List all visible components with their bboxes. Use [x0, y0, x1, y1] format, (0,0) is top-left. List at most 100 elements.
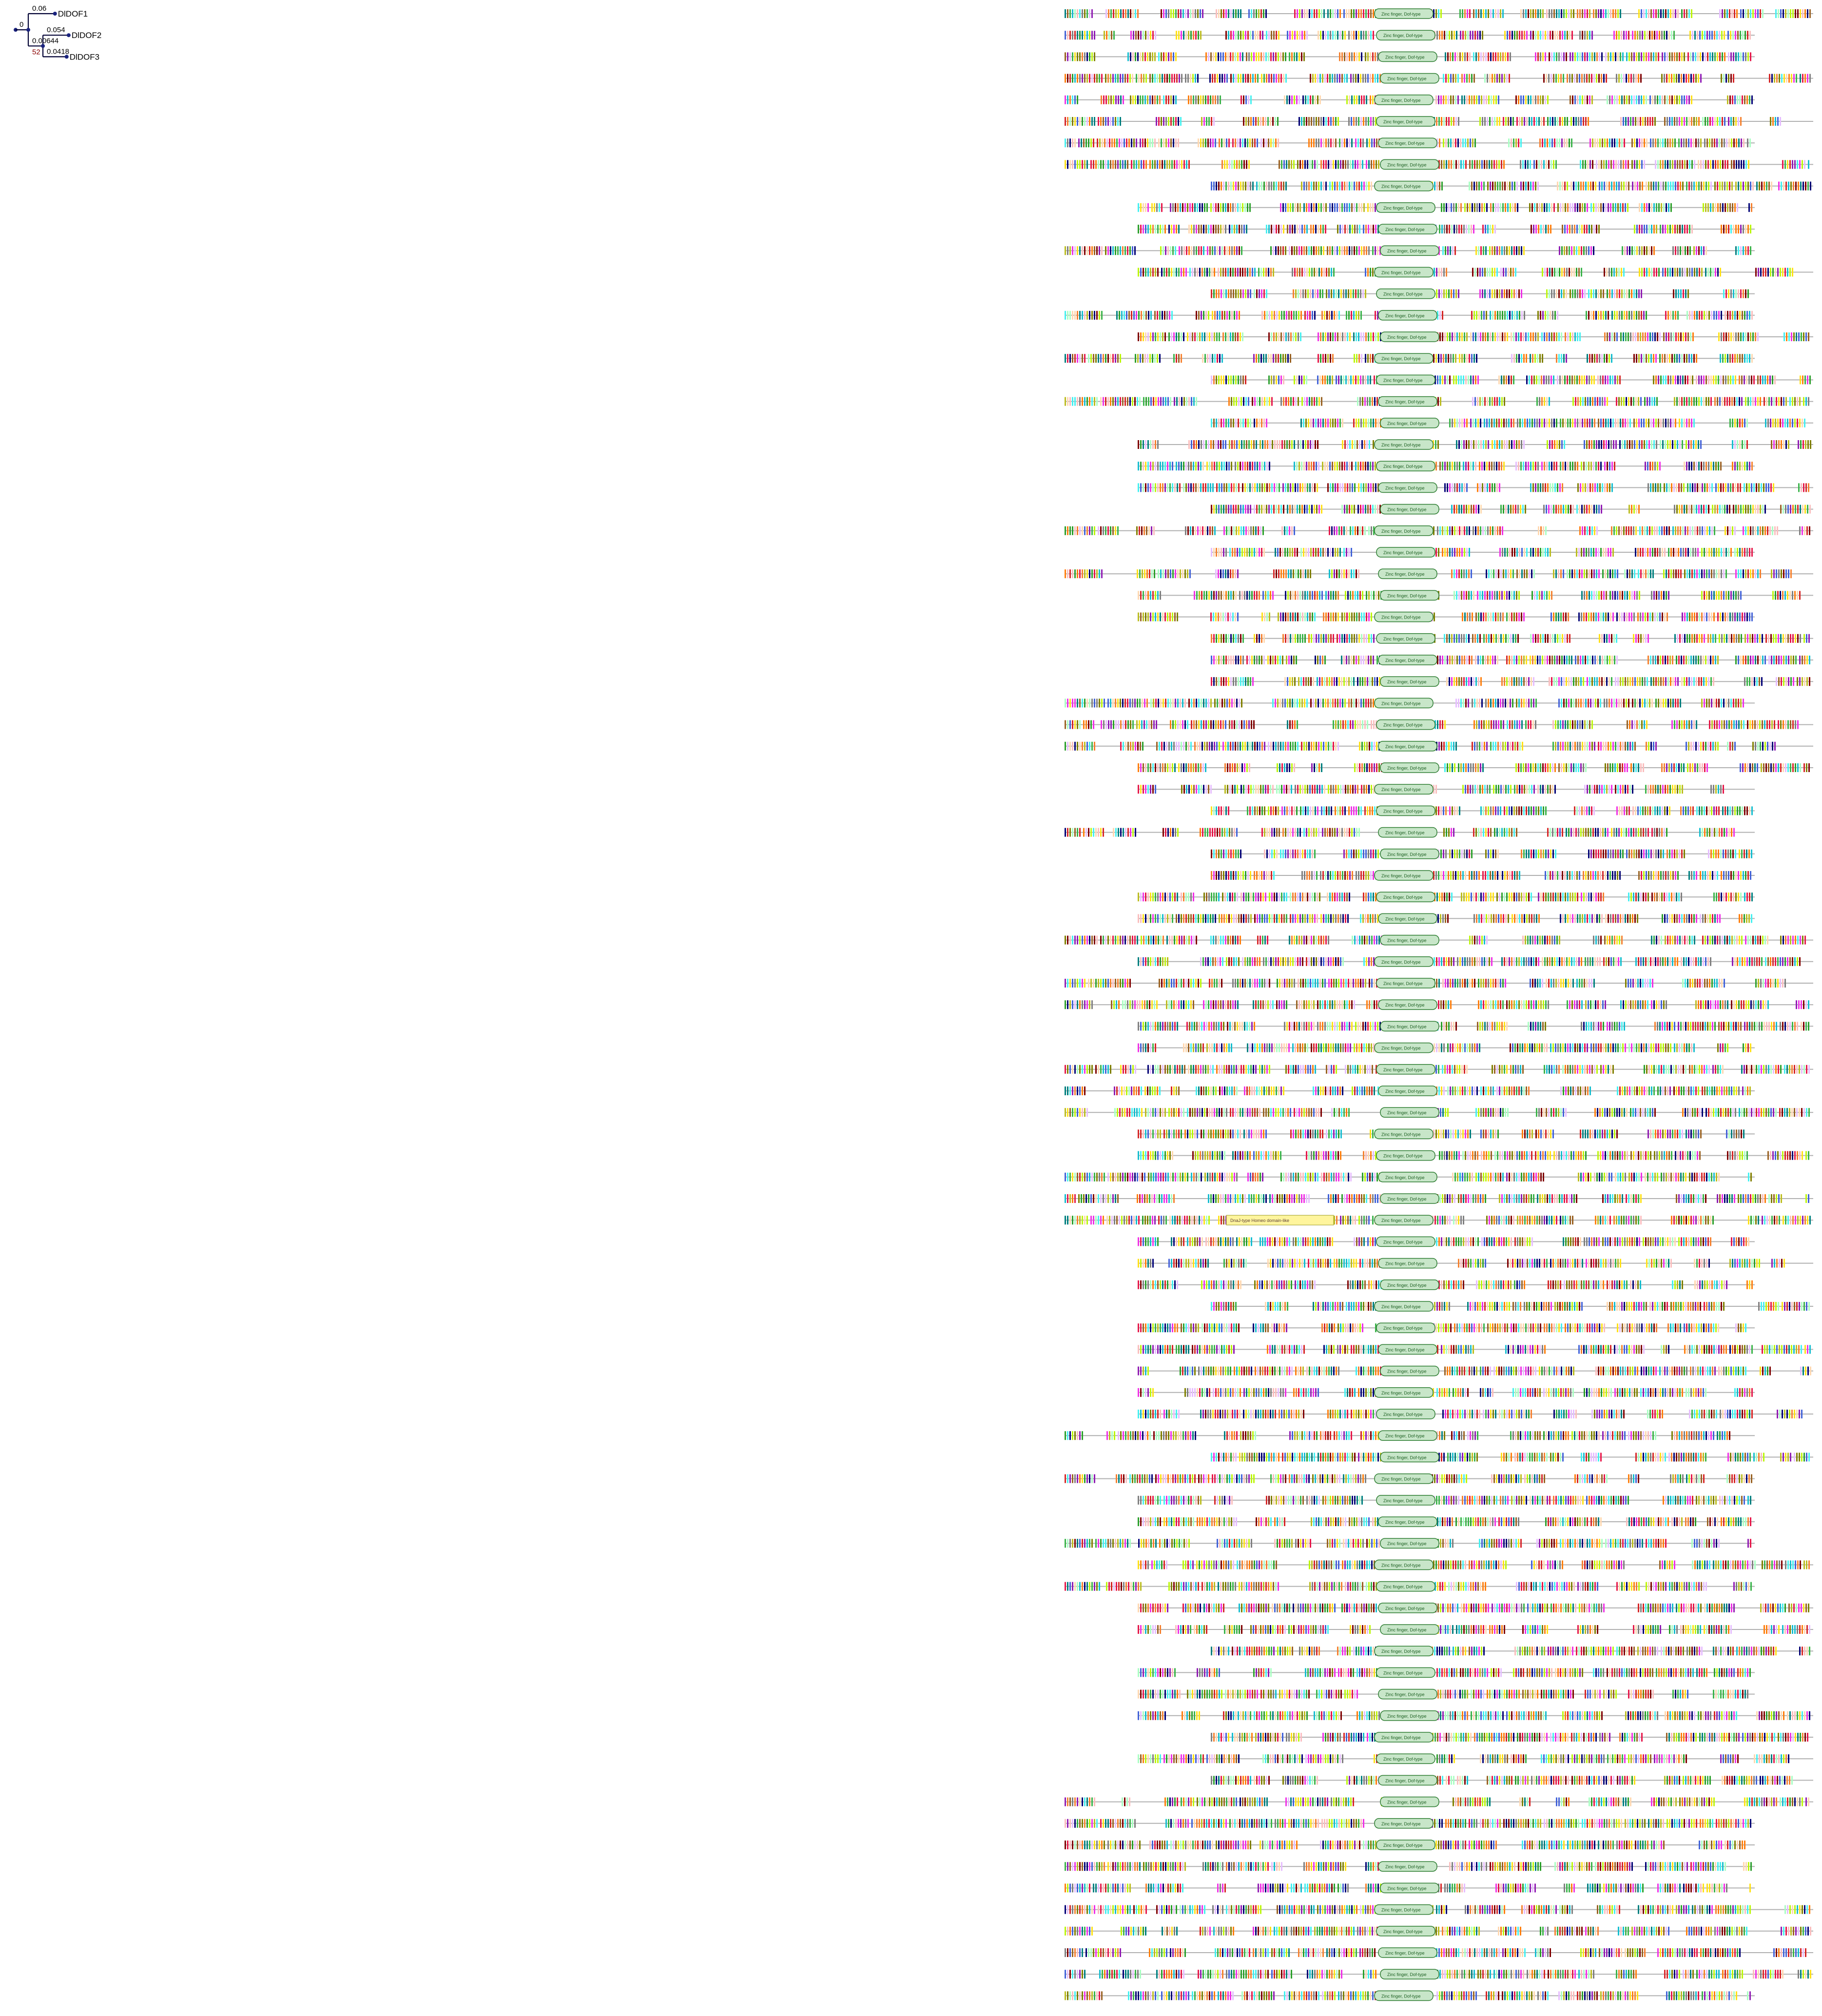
motif-mark — [1740, 332, 1742, 341]
motif-mark — [1285, 397, 1287, 406]
motif-mark — [1653, 181, 1654, 191]
motif-mark — [1200, 462, 1202, 471]
motif-mark — [1609, 332, 1610, 341]
motif-mark — [1634, 160, 1635, 169]
motif-mark — [1096, 397, 1098, 406]
motif-mark — [1693, 354, 1695, 363]
motif-mark — [1325, 418, 1326, 427]
motif-mark — [1236, 246, 1238, 255]
motif-mark — [1257, 397, 1258, 406]
motif-mark — [1117, 74, 1119, 83]
motif-mark — [1088, 354, 1089, 363]
motif-mark — [1636, 289, 1637, 298]
motif-mark — [1105, 246, 1106, 255]
motif-mark — [1602, 397, 1603, 406]
motif-mark — [1674, 95, 1675, 104]
motif-mark — [1372, 354, 1374, 363]
motif-mark — [1218, 289, 1220, 298]
motif-mark — [1636, 138, 1638, 148]
motif-mark — [1241, 160, 1242, 169]
motif-mark — [1588, 117, 1589, 126]
motif-mark — [1700, 440, 1702, 449]
motif-mark — [1764, 181, 1765, 191]
motif-mark — [1709, 31, 1710, 40]
motif-mark — [1322, 354, 1324, 363]
motif-mark — [1634, 31, 1636, 40]
motif-mark — [1684, 95, 1685, 104]
motif-mark — [1313, 181, 1315, 191]
motif-mark — [1315, 440, 1316, 449]
motif-mark — [1308, 462, 1310, 471]
motif-mark — [1740, 31, 1741, 40]
motif-mark — [1370, 31, 1372, 40]
motif-mark — [1320, 31, 1321, 40]
motif-mark — [1145, 268, 1146, 277]
motif-mark — [1251, 52, 1252, 61]
motif-mark — [1372, 268, 1374, 277]
motif-mark — [1722, 52, 1723, 61]
motif-mark — [1315, 95, 1316, 104]
motif-mark — [1685, 246, 1686, 255]
motif-mark — [1584, 375, 1585, 385]
motif-mark — [1271, 181, 1272, 191]
motif-mark — [1688, 95, 1690, 104]
motif-mark — [1161, 52, 1162, 61]
motif-mark — [1309, 160, 1311, 169]
motif-mark — [1238, 74, 1239, 83]
dof-domain-box — [1374, 439, 1434, 450]
motif-mark — [1084, 397, 1085, 406]
motif-mark — [1185, 74, 1186, 83]
motif-mark — [1472, 397, 1473, 406]
motif-mark — [1507, 31, 1508, 40]
motif-mark — [1137, 397, 1138, 406]
motif-mark — [1473, 52, 1474, 61]
motif-mark — [1178, 9, 1179, 18]
motif-mark — [1339, 483, 1341, 492]
motif-mark — [1571, 225, 1573, 233]
motif-mark — [1079, 397, 1081, 406]
motif-mark — [1370, 203, 1371, 212]
motif-mark — [1304, 397, 1305, 406]
motif-mark — [1318, 418, 1319, 427]
motif-mark — [1523, 95, 1524, 104]
motif-mark — [1162, 332, 1163, 341]
motif-mark — [1339, 246, 1340, 255]
motif-mark — [1497, 332, 1498, 341]
motif-mark — [1312, 483, 1313, 492]
motif-mark — [1542, 9, 1544, 18]
motif-mark — [1730, 31, 1731, 40]
motif-mark — [1325, 203, 1327, 212]
motif-mark — [1458, 289, 1459, 298]
motif-mark — [1466, 95, 1468, 104]
motif-mark — [1441, 289, 1442, 298]
motif-mark — [1650, 354, 1652, 363]
motif-mark — [1628, 332, 1629, 341]
motif-mark — [1803, 440, 1804, 449]
motif-mark — [1746, 375, 1747, 385]
motif-mark — [1718, 332, 1720, 341]
motif-mark — [1703, 462, 1705, 471]
motif-mark — [1340, 160, 1341, 169]
motif-mark — [1170, 52, 1172, 61]
motif-mark — [1215, 52, 1217, 61]
motif-mark — [1479, 462, 1480, 471]
motif-mark — [1621, 268, 1622, 277]
motif-mark — [1644, 225, 1645, 233]
motif-mark — [1235, 74, 1237, 83]
motif-mark — [1301, 117, 1302, 126]
motif-mark — [1561, 138, 1563, 148]
motif-mark — [1127, 160, 1128, 169]
motif-mark — [1722, 181, 1723, 191]
motif-mark — [1358, 117, 1359, 126]
motif-mark — [1299, 246, 1300, 255]
motif-mark — [1542, 95, 1544, 104]
motif-mark — [1318, 246, 1319, 255]
motif-mark — [1537, 31, 1539, 40]
motif-mark — [1351, 31, 1352, 40]
motif-mark — [1256, 181, 1258, 191]
motif-mark — [1471, 310, 1473, 320]
motif-mark — [1079, 246, 1081, 255]
motif-mark — [1072, 397, 1073, 406]
motif-mark — [1537, 52, 1539, 61]
motif-mark — [1562, 203, 1564, 212]
